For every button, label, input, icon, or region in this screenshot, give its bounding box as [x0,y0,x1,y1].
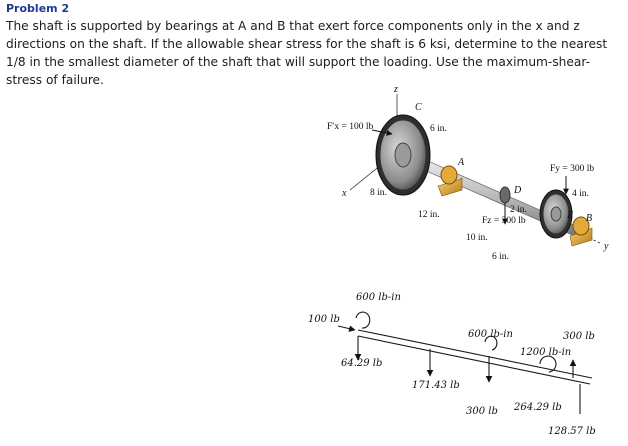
hand-reaction-mid: 171.43 lb [412,380,460,391]
point-c-label: C [415,102,422,113]
dim-6in-top: 6 in. [430,124,447,134]
hand-moment-mid: 600 lb-in [468,329,513,340]
sketch-moment-arc-e [539,355,557,373]
point-e-label: E [566,210,573,221]
gear-e [539,189,573,239]
bearing-a [437,165,463,197]
hand-moment-1200: 1200 lb-in [520,347,571,358]
y-axis-label: y [603,241,609,252]
dim-8in: 8 in. [370,188,387,198]
sketch-load-arrow-left [337,325,356,332]
point-b-label: B [586,213,592,224]
force-fz-label: Fz = 300 lb [482,216,526,226]
z-axis-label: z [393,84,398,95]
force-fy-label: Fy = 300 lb [550,164,594,174]
hand-reaction-b1: 264.29 lb [513,402,562,413]
x-axis-label: x [341,188,347,199]
hand-load-300: 300 lb [466,406,498,417]
dim-12in: 12 in. [418,210,440,220]
hand-load-left: 100 lb [308,314,340,325]
problem-heading: Problem 2 [6,2,70,15]
sketch-moment-arc-d [484,335,498,351]
hand-moment-top: 600 lb-in [356,292,401,303]
gear-c [375,114,431,196]
collar-d [499,186,511,204]
point-d-label: D [513,185,522,196]
dim-4in: 4 in. [572,189,589,199]
sketch-shaft-bottom [357,335,591,385]
hand-reaction-a: 64.29 lb [341,358,382,369]
force-fx-label: F′x = 100 lb [327,122,373,132]
point-a-label: A [457,157,465,168]
handwritten-sketch [337,311,593,414]
sketch-moment-arc-left [355,311,371,329]
hand-force-300: 300 lb [563,331,595,342]
hand-reaction-b2: 128.57 lb [548,426,596,437]
dim-6in-bottom: 6 in. [492,252,509,262]
force-fx-arrow [371,129,393,136]
bearing-b [569,216,593,247]
dim-2in: 2 in. [510,205,527,215]
problem-statement: The shaft is supported by bearings at A … [6,19,608,87]
dim-10in: 10 in. [466,233,488,243]
